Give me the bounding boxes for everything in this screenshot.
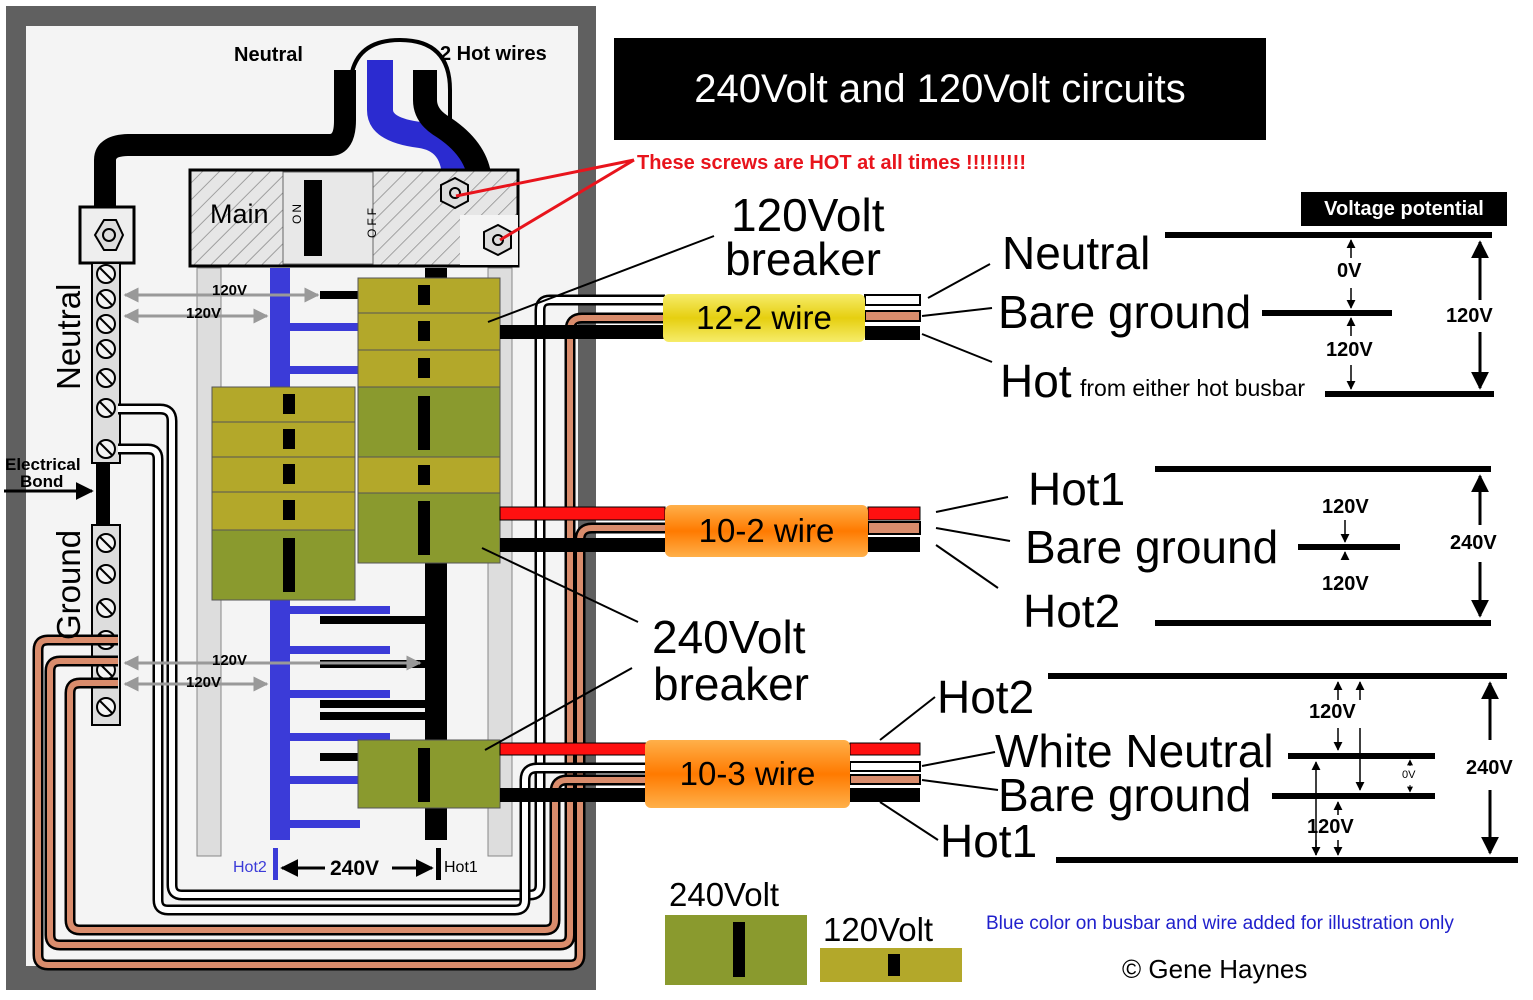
voltage-ladder-3 — [1048, 673, 1518, 863]
c3-bare-ground: Bare ground — [998, 769, 1252, 821]
cable-ends — [849, 294, 921, 802]
terminal-screw-slot — [99, 536, 113, 550]
hot1-busbar-label: Hot1 — [444, 859, 478, 876]
terminal-screw-slot — [99, 601, 113, 615]
c2-v-hot1-ground: 120V — [1322, 496, 1369, 518]
c2-v-ground-hot2: 120V — [1322, 573, 1369, 595]
ground-bar-label: Ground — [50, 529, 87, 640]
wire-10-3-label: 10-3 wire — [645, 740, 850, 808]
voltage-ladder-1 — [1165, 232, 1494, 397]
c3-hot1: Hot1 — [940, 815, 1038, 867]
terminal-screw-slot — [99, 401, 113, 415]
terminal-screw-slot — [99, 700, 113, 714]
c3-v-neutral-ground: 0V — [1402, 769, 1416, 781]
callout-120-line2: breaker — [725, 233, 881, 285]
callout-120-line1: 120Volt — [731, 189, 885, 241]
wire-10-2-label: 10-2 wire — [665, 505, 868, 557]
diagram-title: 240Volt and 120Volt circuits — [614, 38, 1266, 140]
hot-screws-warning: These screws are HOT at all times !!!!!!… — [637, 152, 1026, 174]
terminal-screw-slot — [99, 371, 113, 385]
c2-hot1: Hot1 — [1028, 463, 1126, 515]
c3-white-neutral: White Neutral — [995, 725, 1274, 777]
c3-v-ground-hot1: 120V — [1307, 816, 1354, 838]
c1-hot-note: from either hot busbar — [1080, 375, 1306, 401]
c1-hot: Hot — [1000, 355, 1072, 407]
c1-v-neutral-ground: 0V — [1337, 260, 1362, 282]
panel-volts-upper-2: 120V — [186, 305, 222, 322]
c1-bare-ground: Bare ground — [998, 286, 1252, 338]
main-breaker-label: Main — [210, 199, 269, 229]
panel-volts-lower-1: 120V — [212, 652, 248, 669]
main-breaker — [188, 168, 520, 268]
branch-wiring — [32, 294, 666, 971]
callout-leaders — [481, 235, 1011, 841]
panel-voltage-arrows — [123, 287, 422, 692]
hot-feed-label: 2 Hot wires — [440, 43, 547, 65]
terminal-screw-slot — [99, 317, 113, 331]
neutral-bar-label: Neutral — [50, 283, 87, 390]
c2-bare-ground: Bare ground — [1025, 521, 1279, 573]
legend-240-label: 240Volt — [669, 876, 780, 913]
c1-neutral: Neutral — [1002, 227, 1151, 279]
busbar-voltage-indicator — [273, 848, 441, 880]
voltage-ladder-2 — [1155, 466, 1491, 626]
panel-volts-upper-1: 120V — [212, 282, 248, 299]
bond-label-line2: Bond — [20, 472, 64, 491]
legend-swatches — [665, 915, 962, 985]
bond-label-line1: Electrical — [5, 455, 81, 474]
copyright: © Gene Haynes — [1122, 954, 1308, 984]
main-off-label: OFF — [365, 205, 379, 238]
terminal-screw-slot — [99, 567, 113, 581]
panel-volts-lower-2: 120V — [186, 674, 222, 691]
callout-240-line2: breaker — [653, 658, 809, 710]
warning-leaders — [455, 158, 635, 242]
c2-hot2: Hot2 — [1023, 585, 1121, 637]
hot2-busbar-label: Hot2 — [233, 859, 267, 876]
ground-bar — [91, 524, 121, 726]
c1-v-total: 120V — [1446, 305, 1493, 327]
callout-240-line1: 240Volt — [652, 611, 806, 663]
c3-v-total: 240V — [1466, 757, 1513, 779]
neutral-feed-label: Neutral — [234, 44, 303, 66]
breakers-left — [211, 386, 356, 601]
breakers-right — [357, 277, 501, 809]
feeder-wires — [94, 37, 492, 215]
terminal-screw-slot — [99, 342, 113, 356]
illustration-note: Blue color on busbar and wire added for … — [986, 913, 1454, 934]
terminal-screw-slot — [99, 442, 113, 456]
terminal-screw-slot — [99, 267, 113, 281]
terminal-screw-slot — [99, 292, 113, 306]
main-on-label: ON — [290, 202, 304, 224]
c2-v-total: 240V — [1450, 532, 1497, 554]
voltage-potential-heading: Voltage potential — [1301, 192, 1507, 226]
busbar-voltage-label: 240V — [330, 857, 380, 880]
c3-hot2: Hot2 — [937, 671, 1035, 723]
c1-v-ground-hot: 120V — [1326, 339, 1373, 361]
c3-v-hot2-neutral: 120V — [1309, 701, 1356, 723]
wire-12-2-label: 12-2 wire — [663, 294, 865, 342]
electrical-bond-strap — [96, 463, 110, 525]
legend-120-label: 120Volt — [823, 911, 934, 948]
